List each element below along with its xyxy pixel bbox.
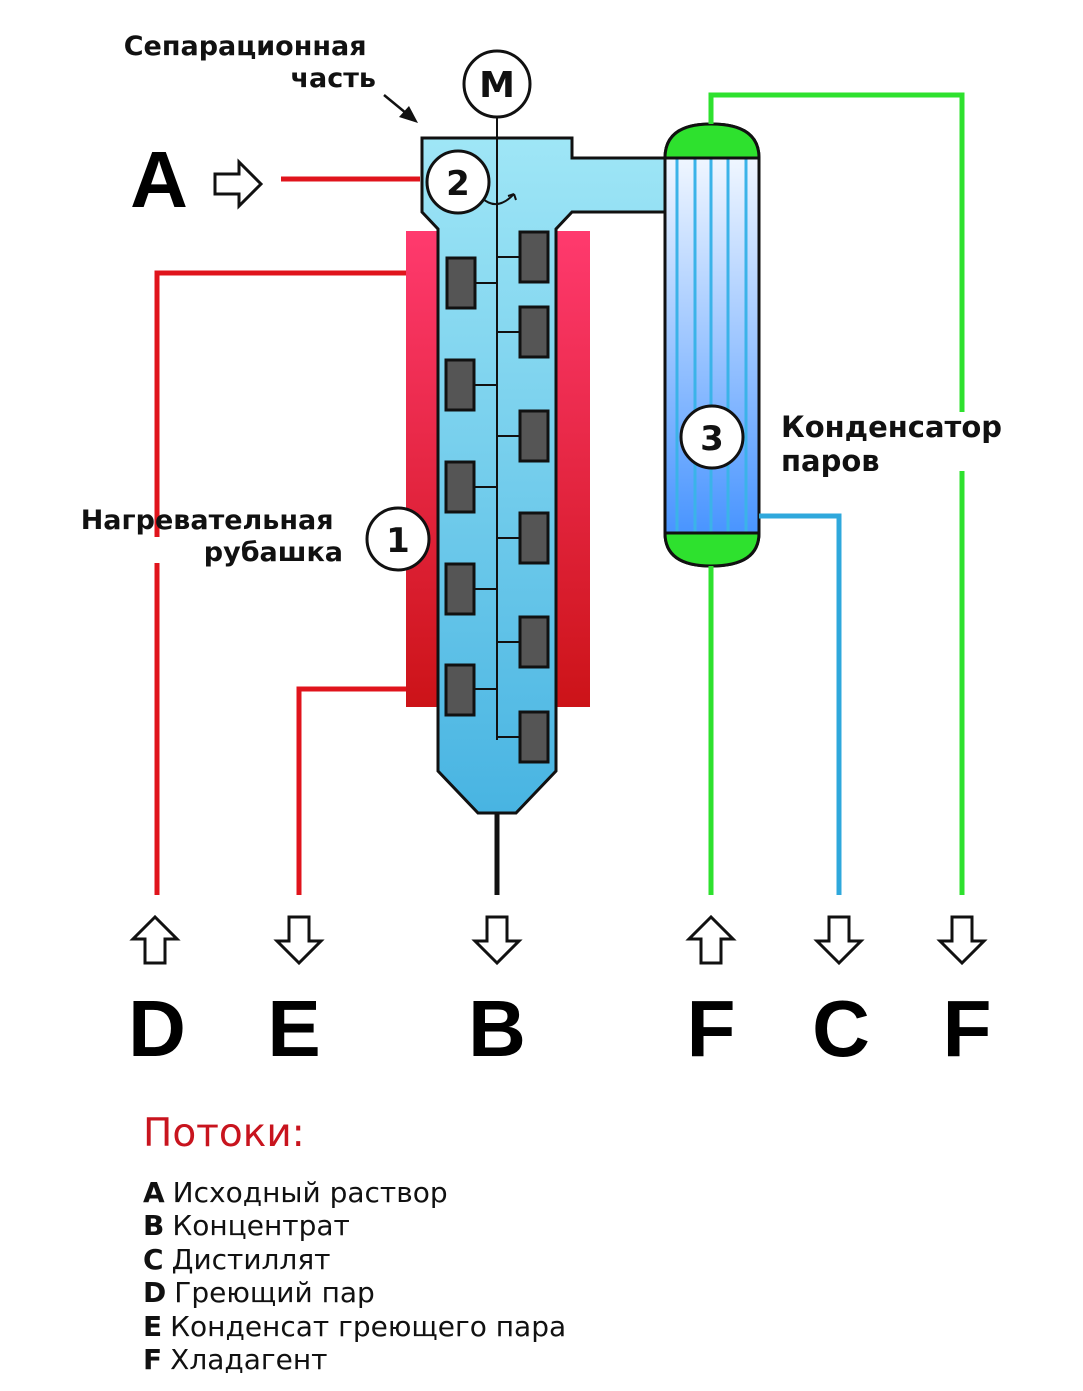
arrow-down-icon [815,915,863,965]
condenser-label: Конденсатор паров [781,410,1012,478]
vapor-condenser [663,122,761,568]
stream-a-arrow [213,158,264,210]
jacket-label-line2: рубашка [204,537,343,568]
evaporator-vessel [420,136,667,815]
stream-letter-e: E [267,984,320,1073]
stream-letter-f: F [687,984,736,1073]
arrow-down-icon [938,915,986,965]
marker-2-text: 2 [446,164,470,204]
marker-2: 2 [425,149,491,215]
stream-letters: D E B F C F [128,984,991,1073]
stream-letter-d: D [128,984,186,1073]
arrow-down-icon [275,915,323,965]
rotor-arms [474,256,520,738]
separation-pointer [383,94,418,123]
stream-arrows [131,915,986,965]
line-f-out [708,92,965,412]
stream-letter-f2: F [943,984,992,1073]
rotor-blades [444,230,550,764]
condenser-bottom-cap [663,531,761,568]
motor: M [462,49,532,119]
condenser-label-line2: паров [781,444,880,478]
marker-3-text: 3 [700,419,724,459]
separation-label: Сепарационная часть [124,31,376,94]
arrow-up-icon [131,915,179,965]
heating-jacket [406,231,590,707]
marker-1: 1 [365,506,431,572]
motor-label: M [479,65,515,106]
jacket-label-line1: Нагревательная [81,505,334,536]
arrow-down-icon [473,915,521,965]
separation-label-line2: часть [291,63,376,94]
line-e [296,686,407,895]
stream-a-letter: A [130,135,188,224]
line-d-top [154,270,407,537]
jacket-label: Нагревательная рубашка [81,505,343,568]
separation-label-line1: Сепарационная [124,31,367,62]
stream-letter-c: C [812,984,870,1073]
stream-letter-b: B [468,984,526,1073]
condenser-label-line1: Конденсатор [781,410,1002,444]
rotor [444,108,550,764]
marker-1-text: 1 [386,521,410,561]
evaporator-diagram: M Сепарационная часть Нагревательная руб… [81,31,1012,1073]
arrow-up-icon [687,915,735,965]
marker-3: 3 [679,404,745,470]
legend-title: Потоки: [143,1111,305,1156]
condenser-top-cap [663,122,761,160]
line-c [759,513,842,895]
heating-lines [154,176,420,895]
coolant-lines [708,92,965,895]
